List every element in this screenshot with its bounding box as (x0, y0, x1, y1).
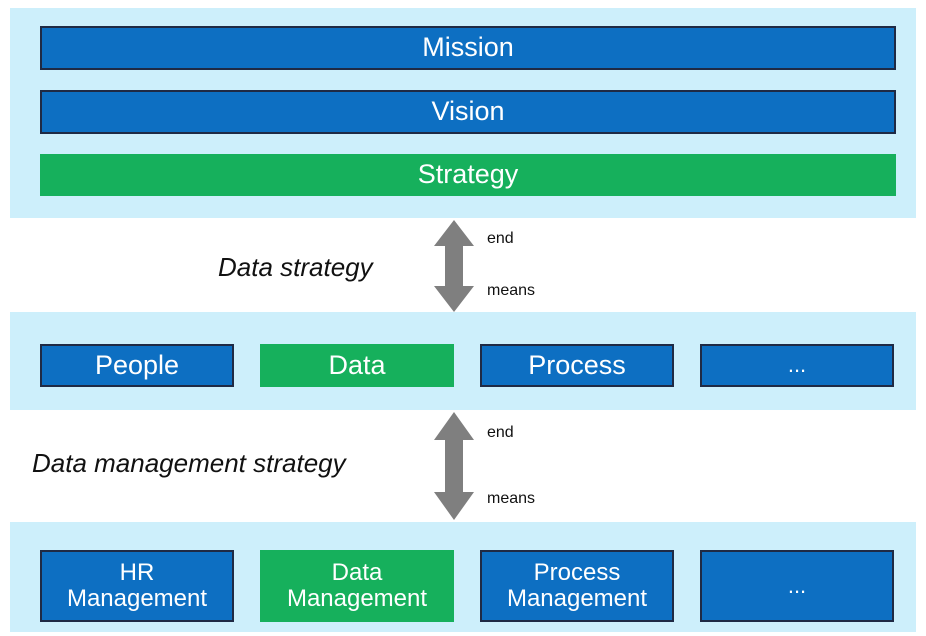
process-management-box: Process Management (480, 550, 674, 622)
strategy-bar: Strategy (40, 154, 896, 196)
hr-management-box: HR Management (40, 550, 234, 622)
more-management-box: ... (700, 550, 894, 622)
process-box: Process (480, 344, 674, 387)
more-label: ... (787, 352, 807, 378)
upper-means-label: means (487, 282, 536, 299)
vision-bar: Vision (40, 90, 896, 134)
people-label: People (94, 349, 180, 380)
data-management-line1: Data (331, 558, 383, 586)
data-box: Data (260, 344, 454, 387)
double-arrow-icon (434, 220, 474, 312)
mission-bar: Mission (40, 26, 896, 70)
more-management-label: ... (787, 572, 807, 598)
double-arrow-icon (434, 412, 474, 520)
process-label: Process (528, 349, 626, 380)
more-box: ... (700, 344, 894, 387)
lower-end-label: end (487, 424, 514, 441)
vision-label: Vision (431, 96, 505, 127)
data-management-line2: Management (286, 585, 428, 612)
process-management-line1: Process (533, 558, 621, 586)
mission-label: Mission (422, 32, 514, 63)
data-management-strategy-label: Data management strategy (32, 448, 346, 478)
data-management-box: Data Management (260, 550, 454, 622)
data-strategy-label: Data strategy (218, 252, 373, 282)
upper-end-label: end (487, 230, 514, 247)
hr-management-line2: Management (66, 585, 208, 612)
strategy-label: Strategy (417, 159, 519, 190)
hr-management-line1: HR (119, 558, 155, 586)
people-box: People (40, 344, 234, 387)
lower-means-label: means (487, 490, 536, 507)
process-management-line2: Management (506, 585, 648, 612)
data-label: Data (328, 349, 386, 380)
